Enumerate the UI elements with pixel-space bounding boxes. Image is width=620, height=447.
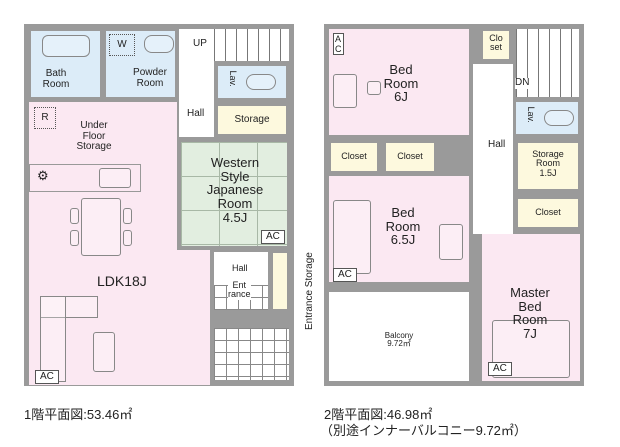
closet-c: Closet xyxy=(516,197,580,229)
stove-icon: ⚙ xyxy=(37,168,49,183)
desk xyxy=(333,74,357,108)
dining-chair xyxy=(70,230,79,246)
closet-a: Closet xyxy=(329,141,379,173)
lavatory-label: Lav. xyxy=(227,70,238,87)
ldk-room: R Under Floor Storage ⚙ LDK18J AC xyxy=(29,102,209,385)
lavatory-1f: Lav. xyxy=(216,64,288,100)
floor2-area-caption: 2階平面図:46.98㎡ xyxy=(324,407,433,422)
hall-2f-label: Hall xyxy=(488,139,506,150)
ac-ldk: AC xyxy=(35,370,59,384)
lavatory-2f-label: Lav. xyxy=(525,106,536,123)
dining-chair xyxy=(70,208,79,224)
lavatory-2f: Lav. xyxy=(514,100,580,136)
coffee-table xyxy=(93,332,115,372)
balcony-label: Balcony 9.72㎡ xyxy=(384,331,414,349)
closet-b-label: Closet xyxy=(397,151,423,161)
fridge-space: R xyxy=(34,107,56,129)
bedroom-6-5j: Bed Room 6.5J AC xyxy=(329,176,469,282)
japanese-room: Western Style Japanese Room 4.5J AC xyxy=(179,140,289,248)
toilet xyxy=(544,110,574,126)
bedroom-6-5j-label: Bed Room 6.5J xyxy=(385,205,421,248)
wash-basin xyxy=(144,35,174,53)
japanese-room-label: Western Style Japanese Room 4.5J xyxy=(206,155,264,225)
master-bedroom: Master Bed Room 7J AC xyxy=(482,234,580,381)
powder-room: W Powder Room xyxy=(104,29,177,99)
ldk-extension xyxy=(177,250,210,385)
sofa-chaise xyxy=(40,296,66,382)
closet-a-label: Closet xyxy=(341,151,367,161)
entrance-storage-label: Entrance Storage xyxy=(304,252,315,330)
bath-room: Bath Room xyxy=(29,29,102,99)
ac-japanese-room: AC xyxy=(261,230,285,244)
up-label: UP xyxy=(193,38,207,49)
desk xyxy=(439,224,463,260)
closet-b: Closet xyxy=(384,141,436,173)
entrance-label: Ent rance xyxy=(228,280,251,300)
bed xyxy=(333,200,371,274)
entrance: Ent rance xyxy=(214,280,268,310)
storage-label: Storage xyxy=(234,114,270,125)
floor2-balcony-caption: （別途インナーバルコニー9.72㎡） xyxy=(320,423,527,438)
bedroom-6j: A C Bed Room 6J xyxy=(329,29,469,135)
toilet xyxy=(246,74,276,90)
entrance-storage xyxy=(272,252,288,310)
bedroom-6j-label: Bed Room 6J xyxy=(383,62,419,105)
under-floor-storage-label: Under Floor Storage xyxy=(76,120,112,152)
dining-table xyxy=(81,198,121,256)
chair xyxy=(367,81,381,95)
hall-lower-1f: Hall xyxy=(214,252,268,285)
sink xyxy=(99,168,131,188)
storage-1f: Storage xyxy=(216,104,288,136)
ldk-label: LDK18J xyxy=(97,273,147,289)
master-bedroom-label: Master Bed Room 7J xyxy=(510,285,550,341)
storage-room-1-5j: Storage Room 1.5J xyxy=(516,141,580,191)
entrance-porch xyxy=(214,328,289,380)
bathtub xyxy=(42,35,90,57)
bath-room-label: Bath Room xyxy=(42,68,70,90)
dining-chair xyxy=(123,230,132,246)
staircase-2f xyxy=(516,29,579,97)
storage-room-label: Storage Room 1.5J xyxy=(532,149,564,178)
powder-room-label: Powder Room xyxy=(133,67,167,89)
ac-bedroom-6-5j: AC xyxy=(333,268,357,282)
hall-upper-label: Hall xyxy=(187,108,205,119)
hall-2f xyxy=(473,64,513,234)
dn-label: DN xyxy=(515,77,530,89)
balcony: Balcony 9.72㎡ xyxy=(329,292,469,381)
staircase-1f xyxy=(214,29,289,61)
closet-top-label: Clo set xyxy=(489,33,503,53)
hall-upper-1f: UP Hall xyxy=(179,29,214,137)
ac-bedroom-6j: A C xyxy=(333,33,344,55)
closet-c-label: Closet xyxy=(535,207,561,217)
dining-chair xyxy=(123,208,132,224)
hall-lower-label: Hall xyxy=(232,263,248,273)
floor1-area-caption: 1階平面図:53.46㎡ xyxy=(24,407,133,422)
closet-top: Clo set xyxy=(481,29,511,61)
ac-master-bedroom: AC xyxy=(488,362,512,376)
washer-space: W xyxy=(109,34,135,56)
